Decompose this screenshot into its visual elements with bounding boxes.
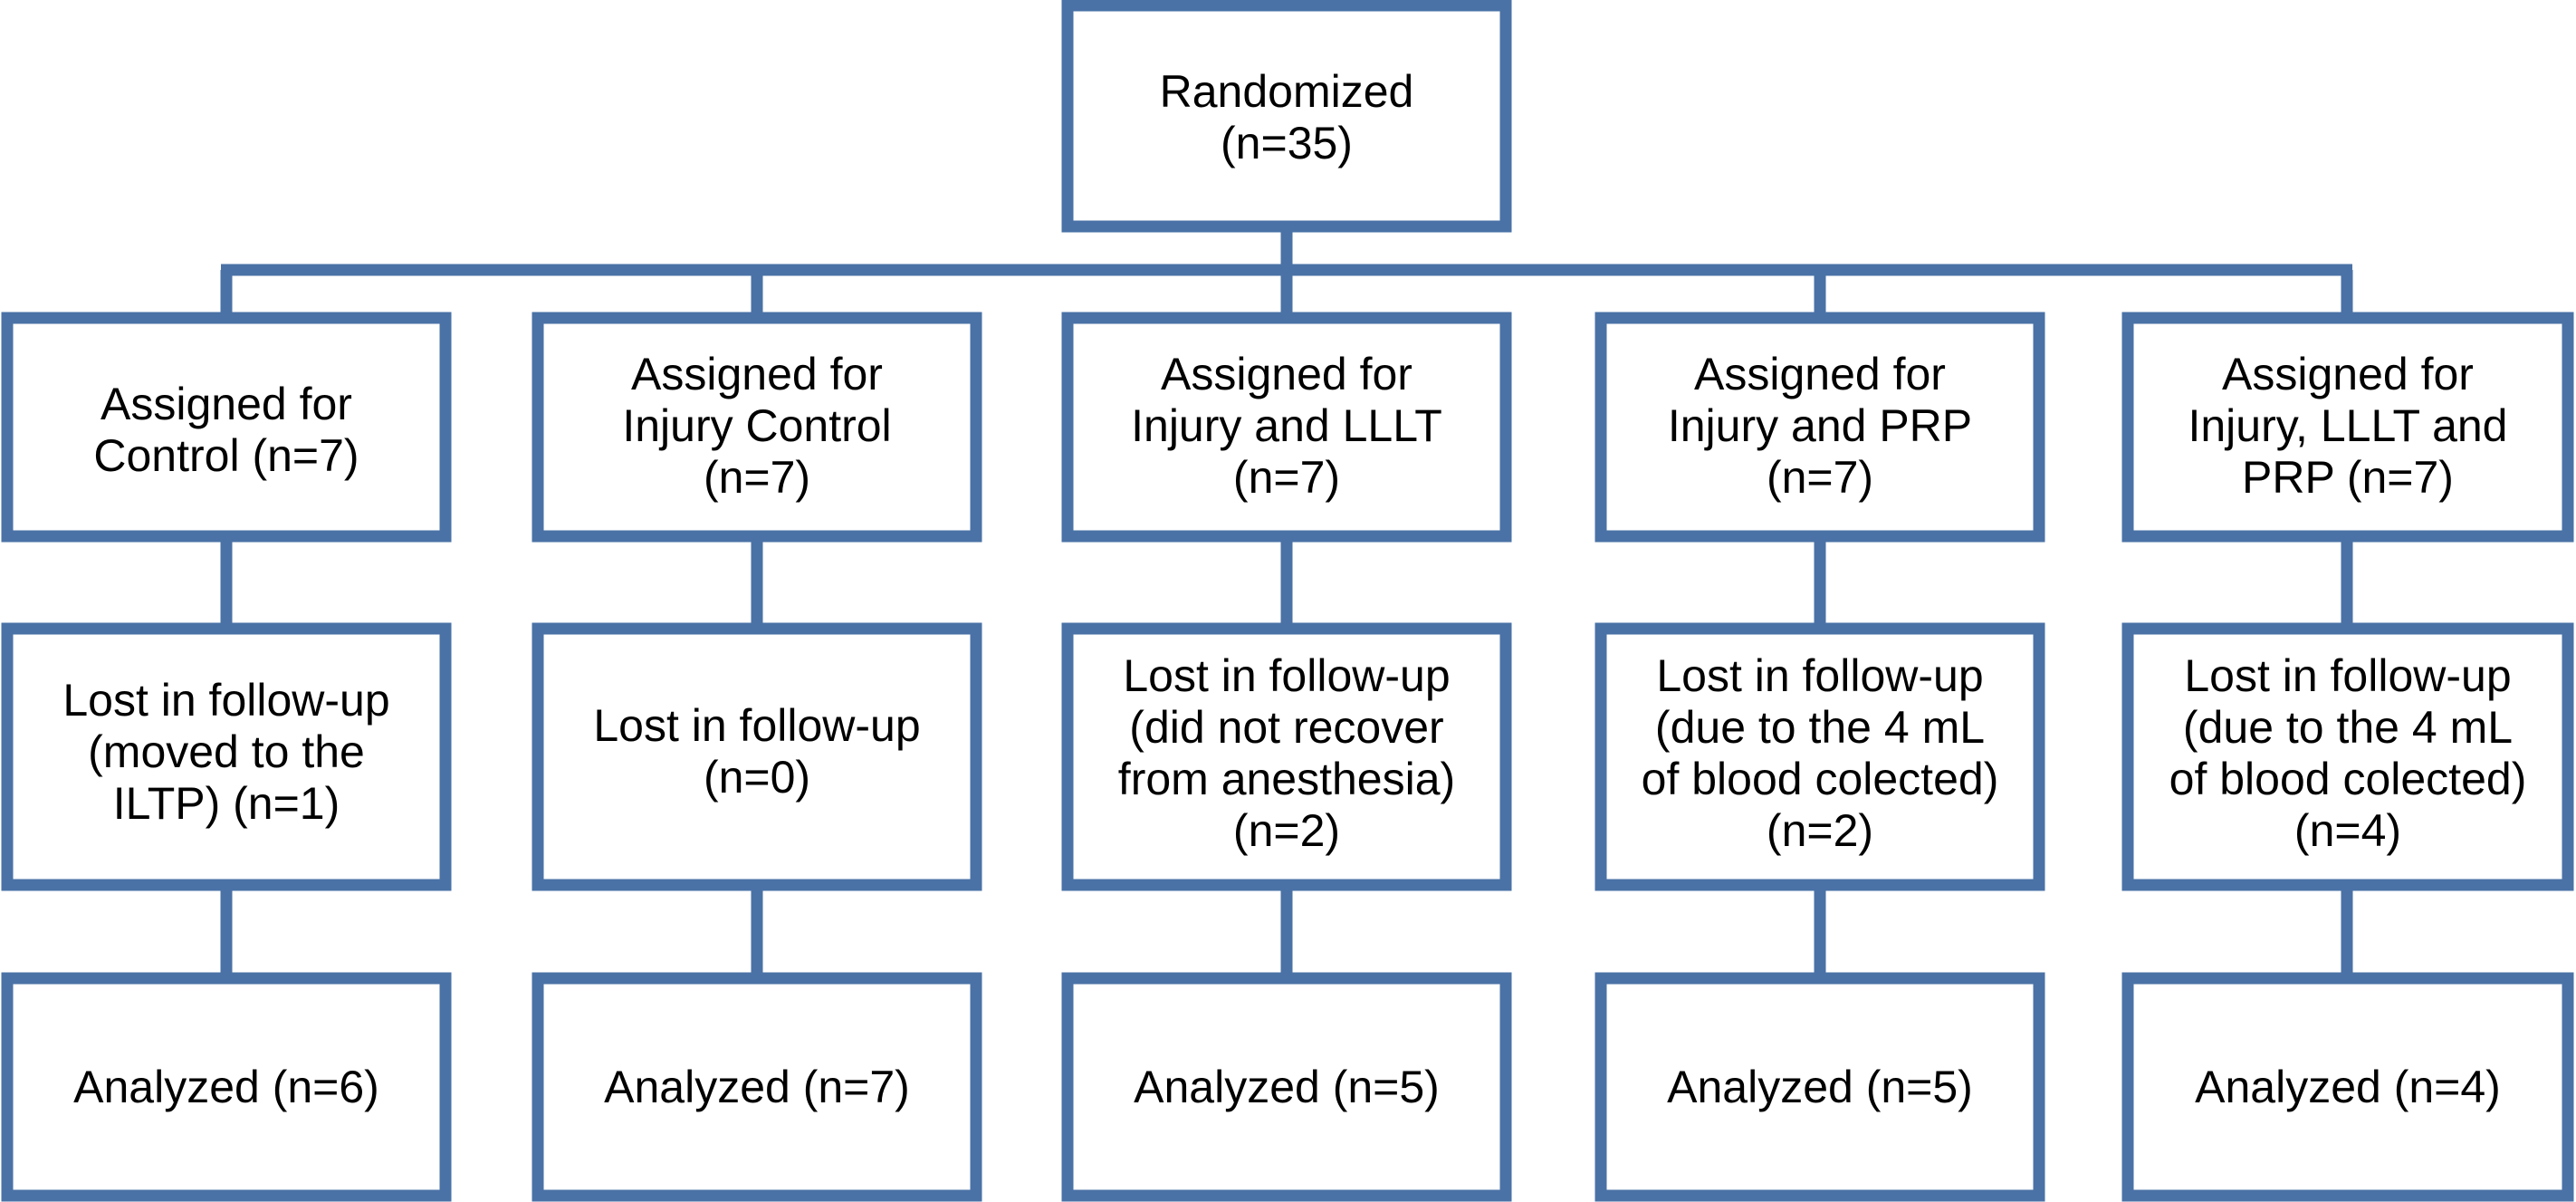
analyzed-box-2 [531,972,982,1202]
assigned-label-5: Assigned for Injury, LLLT and PRP (n=7) [2188,348,2508,503]
lost-box-4 [1594,622,2045,891]
randomized-label: Randomized (n=35) [1159,66,1414,168]
lost-box-3 [1061,622,1512,891]
analyzed-label-5: Analyzed (n=4) [2195,1061,2501,1112]
analyzed-box-5 [2121,972,2574,1202]
lost-box-2 [531,622,982,891]
lost-label-3: Lost in follow-up (did not recover from … [1117,650,1456,856]
analyzed-box-3 [1061,972,1512,1202]
connectors [220,226,2353,975]
assigned-label-1: Assigned for Control (n=7) [93,379,359,481]
analyzed-box-1 [1,972,452,1202]
assigned-label-4: Assigned for Injury and PRP (n=7) [1667,348,1973,503]
assigned-box-3 [1061,312,1512,543]
lost-label-4: Lost in follow-up (due to the 4 mL of bl… [1641,650,1999,856]
lost-box-5 [2121,622,2574,891]
lost-label-2: Lost in follow-up (n=0) [593,700,921,803]
assigned-label-3: Assigned for Injury and LLLT (n=7) [1131,348,1442,503]
lost-label-1: Lost in follow-up (moved to the ILTP) (n… [62,674,390,829]
lost-box-1 [1,622,452,891]
randomized-box [1061,0,1512,233]
analyzed-label-2: Analyzed (n=7) [604,1061,910,1112]
lost-label-5: Lost in follow-up (due to the 4 mL of bl… [2169,650,2527,856]
analyzed-box-4 [1594,972,2045,1202]
assigned-box-5 [2121,312,2574,543]
assigned-box-4 [1594,312,2045,543]
assigned-box-1 [1,312,452,543]
assigned-box-2 [531,312,982,543]
analyzed-row [1,972,2574,1202]
analyzed-label-1: Analyzed (n=6) [73,1061,379,1112]
analyzed-label-3: Analyzed (n=5) [1134,1061,1440,1112]
assigned-label-2: Assigned for Injury Control (n=7) [622,348,892,503]
lost-row [1,622,2574,891]
analyzed-label-4: Analyzed (n=5) [1667,1061,1973,1112]
assigned-row [1,312,2574,543]
